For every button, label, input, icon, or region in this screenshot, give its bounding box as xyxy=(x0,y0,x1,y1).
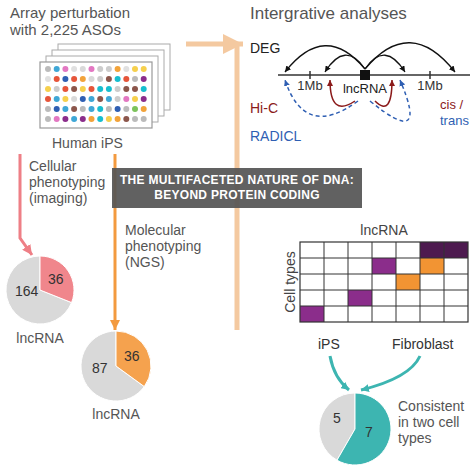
track-name: DEG xyxy=(250,40,280,56)
pie-caption: lncRNA xyxy=(16,330,63,346)
title-banner: THE MULTIFACETED NATURE OF DNA: BEYOND P… xyxy=(112,168,362,208)
interaction-type: trans xyxy=(440,114,469,129)
heading: Array perturbation with 2,225 ASOs xyxy=(10,4,160,39)
axis-label: lncRNA xyxy=(360,222,407,238)
pie-caption: lncRNA xyxy=(92,406,139,422)
merge-arrows xyxy=(330,356,420,390)
plate-stack: Array perturbation with 2,225 ASOsHuman … xyxy=(10,4,182,154)
pie-chart: 87 36 xyxy=(80,330,152,402)
panel-heading: Intergrative analyses xyxy=(250,4,407,24)
step-label: Cellular phenotyping (imaging) xyxy=(28,158,112,206)
pie-value: 5 xyxy=(333,410,341,426)
pie-shape xyxy=(318,392,392,466)
locus-label: lncRNA xyxy=(343,82,387,97)
track-name: Hi-C xyxy=(250,100,278,116)
scale-label: 1Mb xyxy=(417,79,442,94)
heatmap xyxy=(300,242,468,322)
pie-chart: 57 xyxy=(318,392,392,466)
pie-value: 164 xyxy=(15,283,38,299)
lncrna-locus xyxy=(360,70,370,80)
hic-arcs xyxy=(330,80,392,106)
cell-type: iPS xyxy=(318,336,340,352)
pie-shape xyxy=(80,330,152,402)
pie-caption: Consistent in two cell types xyxy=(398,398,470,446)
cell-line: Human iPS xyxy=(52,135,123,151)
radicl-arcs xyxy=(285,80,410,121)
pie-value: 36 xyxy=(48,271,64,287)
pie-chart: 164 36 xyxy=(5,255,75,325)
cell-type: Fibroblast xyxy=(392,336,453,352)
step-label: Molecular phenotyping (NGS) xyxy=(124,222,210,270)
axis-label: Cell types xyxy=(282,251,298,312)
deg-arcs xyxy=(285,43,455,72)
flow-arrow xyxy=(186,42,243,47)
pie-value: 87 xyxy=(92,360,108,376)
track-name: RADICL xyxy=(250,128,301,144)
pie-value: 36 xyxy=(124,348,140,364)
interaction-type: cis / xyxy=(440,98,463,113)
scale-tick xyxy=(310,71,430,79)
scale-label: 1Mb xyxy=(297,79,322,94)
pie-value: 7 xyxy=(365,424,373,440)
genome-track xyxy=(278,74,470,76)
